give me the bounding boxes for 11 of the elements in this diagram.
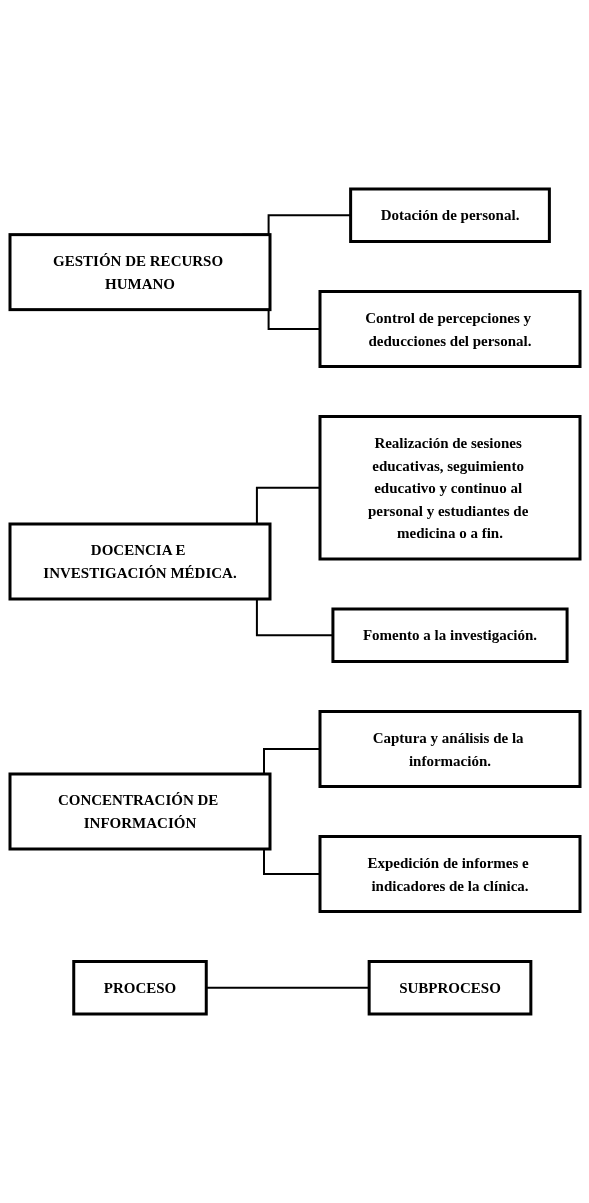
node-box: Control de percepciones y deducciones del personal.: [318, 290, 581, 368]
node-box: PROCESO: [71, 960, 208, 1016]
node-box: Realización de sesiones educativas, seguimiento educativo y continuo al personal y estudiantes de medicina o a fin.: [318, 415, 581, 561]
node-box: CONCENTRACIÓN DE INFORMACIÓN: [8, 772, 271, 851]
node-box: GESTIÓN DE RECURSO HUMANO: [8, 233, 271, 312]
node-box: Captura y análisis de la información.: [318, 710, 581, 788]
node-box: DOCENCIA E INVESTIGACIÓN MÉDICA.: [8, 522, 271, 601]
node-box: SUBPROCESO: [367, 960, 532, 1016]
node-box: Fomento a la investigación.: [330, 607, 569, 663]
node-box: Dotación de personal.: [348, 187, 551, 243]
node-box: Expedición de informes e indicadores de la clínica.: [318, 835, 581, 913]
